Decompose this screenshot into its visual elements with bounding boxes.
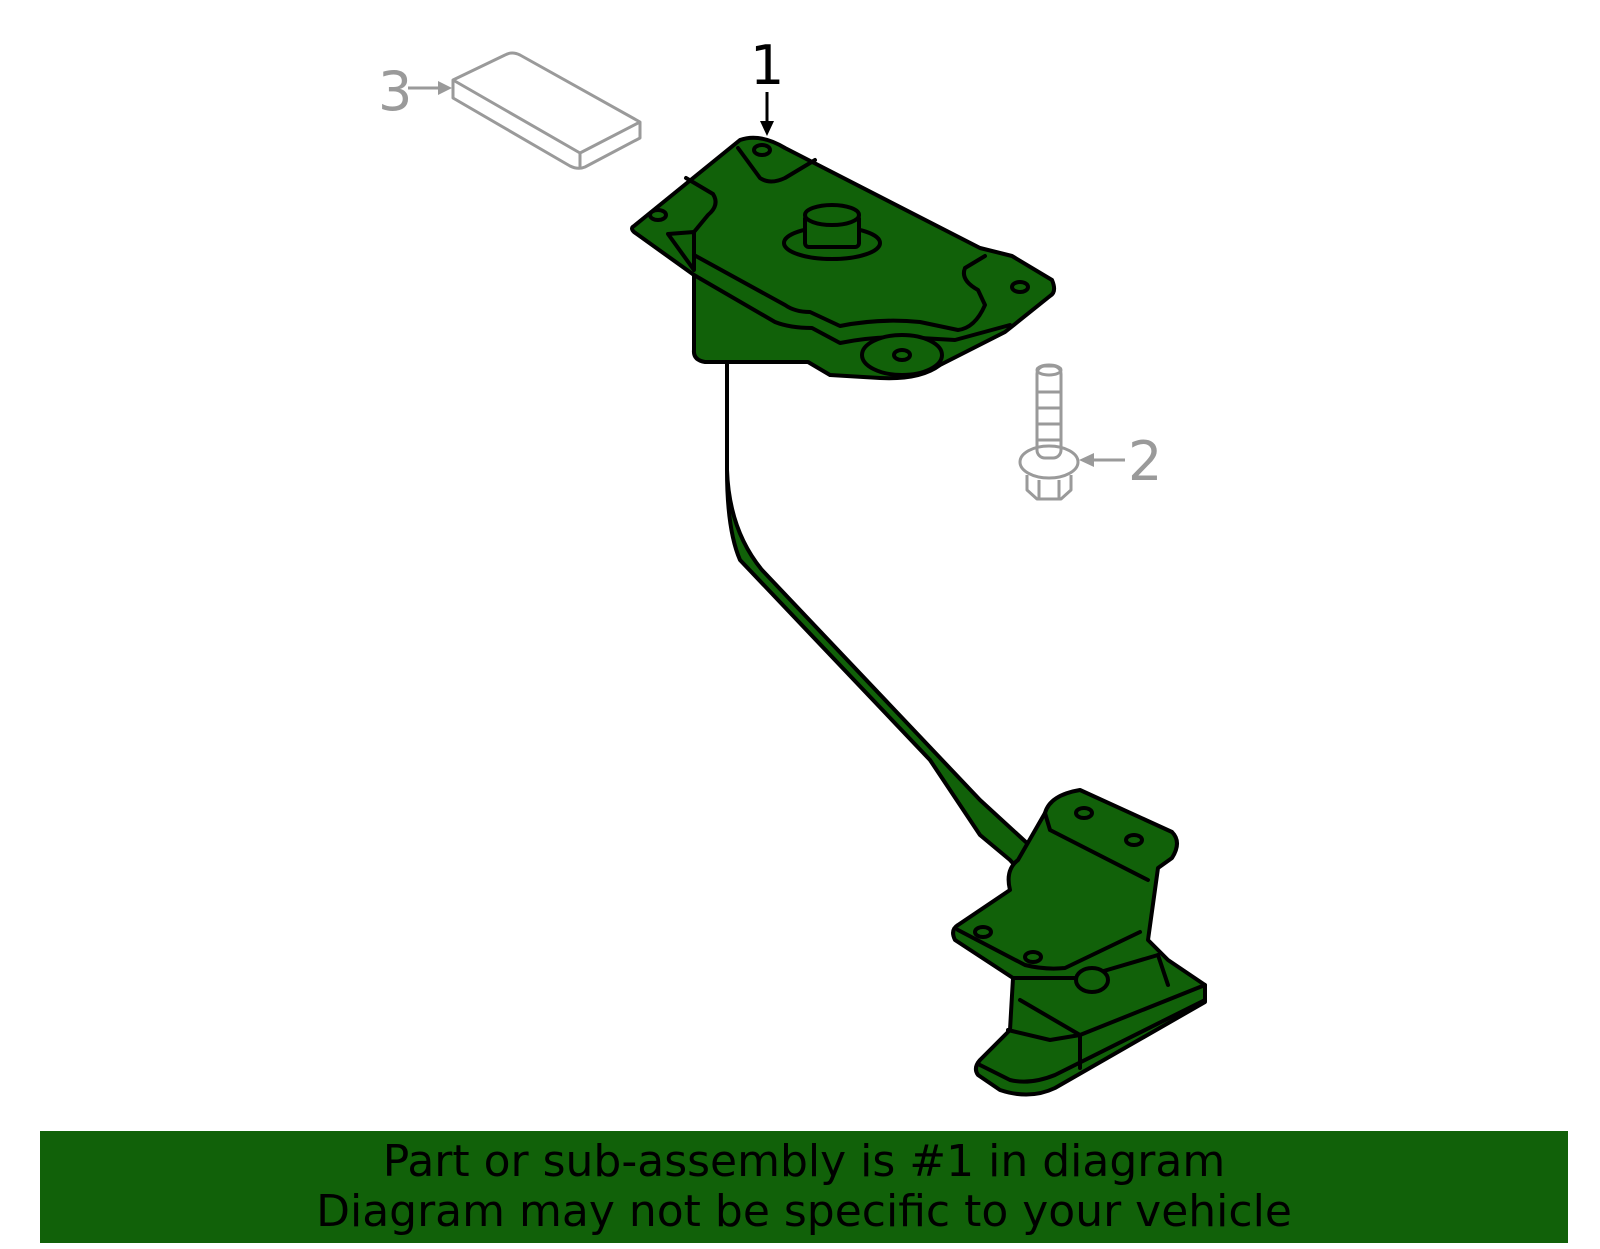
banner-line-2: Diagram may not be specific to your vehi… (316, 1186, 1292, 1237)
part-3-pad (451, 51, 642, 170)
leader-3 (408, 81, 452, 95)
part-1-carrier (630, 135, 1207, 1097)
callout-2: 2 (1128, 430, 1162, 493)
callout-3: 3 (378, 60, 412, 123)
part-2-bolt (1018, 363, 1080, 501)
info-banner: Part or sub-assembly is #1 in diagram Di… (40, 1131, 1568, 1243)
leader-2 (1079, 453, 1125, 467)
parts-diagram: 3 2 (378, 34, 1207, 1097)
leader-1 (760, 92, 774, 136)
banner-line-1: Part or sub-assembly is #1 in diagram (382, 1136, 1226, 1187)
callout-1: 1 (750, 34, 784, 97)
